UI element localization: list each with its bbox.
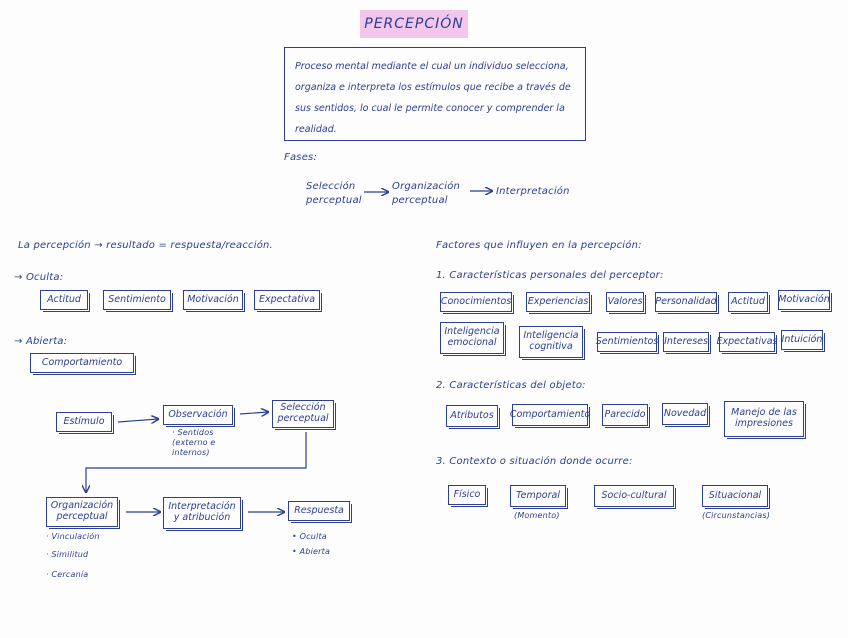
flow-arrow-1: [117, 419, 158, 422]
g3-note-temporal: (Momento): [514, 511, 560, 520]
open-label: → Abierta:: [14, 336, 68, 347]
g3-note-situacional: (Circunstancias): [702, 511, 771, 520]
group2-label: 2. Características del objeto:: [436, 380, 586, 391]
phase-selection: Selección perceptual: [306, 181, 362, 206]
group1-label: 1. Características personales del percep…: [436, 270, 664, 281]
page-title: PERCEPCIÓN: [360, 10, 468, 38]
flow-arrow-2: [239, 412, 268, 414]
org-note-3: · Cercanía: [46, 570, 89, 579]
group3-label: 3. Contexto o situación donde ocurre:: [436, 456, 633, 467]
phase-organization: Organización perceptual: [392, 181, 461, 206]
left-heading: La percepción → resultado = respuesta/re…: [18, 240, 273, 251]
response-note-1: • Oculta: [292, 532, 327, 541]
org-note-2: · Similitud: [46, 550, 89, 559]
right-heading: Factores que influyen en la percepción:: [436, 240, 642, 251]
phase-interpretation: Interpretación: [496, 186, 570, 197]
flow-observation-note: · Sentidos (externo e internos): [172, 428, 216, 457]
org-note-1: · Vinculación: [46, 532, 100, 541]
phases-label: Fases:: [284, 152, 318, 163]
hidden-label: → Oculta:: [14, 272, 64, 283]
definition-box: Proceso mental mediante el cual un indiv…: [284, 47, 586, 141]
flow-arrow-3: [86, 432, 307, 492]
response-note-2: • Abierta: [292, 547, 331, 556]
